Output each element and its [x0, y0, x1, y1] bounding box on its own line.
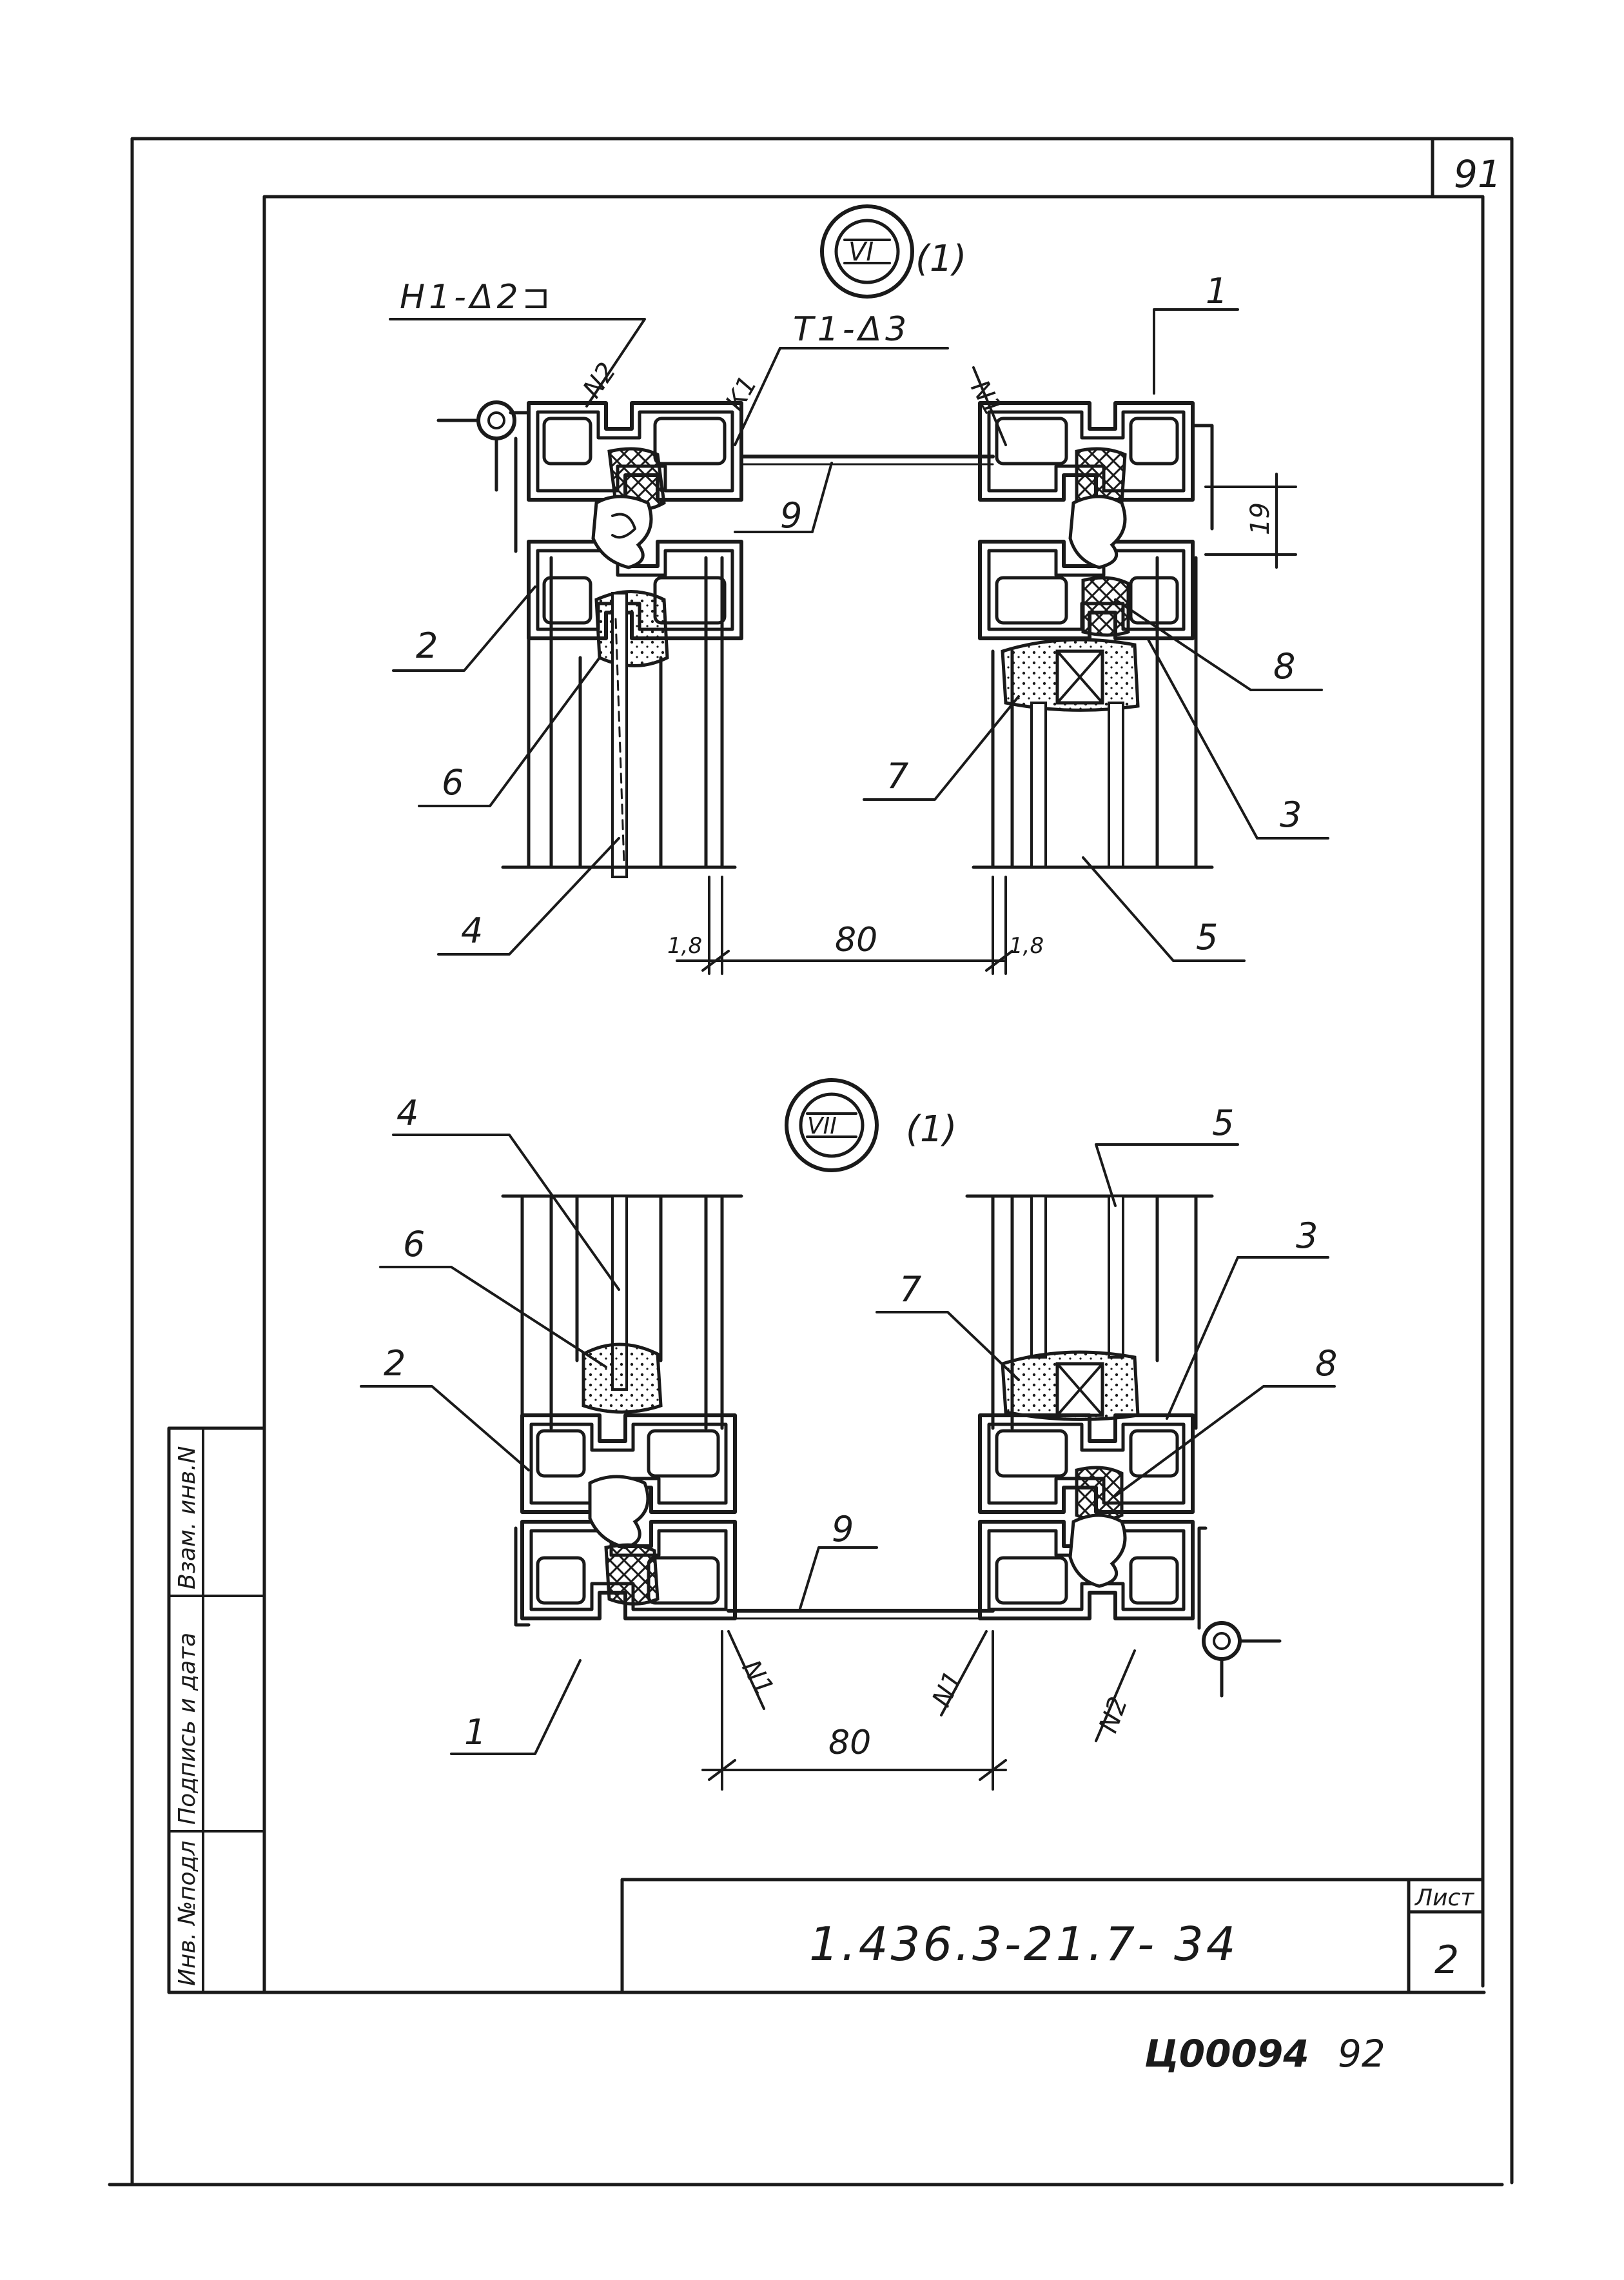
- detail-vii-callout-6: 6: [403, 1224, 425, 1264]
- detail-vi-callout-3: 3: [1280, 794, 1302, 835]
- detail-vi-note: (1): [915, 238, 966, 280]
- detail-vi-dim-left: 1,8: [667, 933, 702, 959]
- detail-vii-callout-leaders: [360, 1134, 1336, 1755]
- sheet-frame: [108, 137, 1514, 2187]
- detail-vii-n-mid: N1: [926, 1667, 968, 1712]
- detail-vi-dim-gap: 80: [835, 921, 877, 959]
- detail-vii-weld-leaders: [727, 1630, 1136, 1742]
- detail-vi-dimension-line: [676, 876, 1013, 975]
- detail-vi-marker: [820, 204, 914, 299]
- bottom-page-number: 92: [1338, 2032, 1385, 2076]
- detail-vi-numeral: VI: [848, 237, 874, 267]
- detail-vi-dim-right: 1,8: [1009, 933, 1044, 959]
- detail-vi-connecting-bar-9: [734, 455, 995, 533]
- archive-code: Ц00094: [1144, 2032, 1309, 2076]
- detail-vii-callout-7: 7: [899, 1269, 921, 1310]
- detail-vii-callout-4: 4: [396, 1093, 418, 1134]
- detail-vii-dim-gap: 80: [828, 1724, 871, 1762]
- detail-vi-weld-top: Т1-Δ3: [793, 310, 910, 349]
- detail-vi-callout-7: 7: [886, 756, 908, 796]
- sealant-vi-left-6: [594, 590, 669, 667]
- detail-vii-connecting-bar-9: [727, 1546, 995, 1620]
- detail-vi-right-assembly: [972, 403, 1297, 869]
- detail-vi-dim-19: 19: [1246, 502, 1275, 535]
- detail-vi-callout-2: 2: [416, 625, 438, 666]
- top-page-number: 91: [1454, 152, 1502, 196]
- detail-vii-callout-1: 1: [464, 1712, 486, 1753]
- side-stamp-col-2: Подпись и дата: [174, 1633, 201, 1825]
- glass-vii-right-5a: [1030, 1195, 1047, 1359]
- detail-vii-callout-2: 2: [384, 1343, 406, 1384]
- sealant-vii-left-6: [582, 1342, 663, 1414]
- gasket-vi-right-mid: [1068, 495, 1127, 569]
- sheet-number: 2: [1434, 1938, 1459, 1983]
- side-stamp: [167, 1426, 266, 1994]
- detail-vii-marker: [785, 1078, 879, 1172]
- glass-vii-right-5b: [1108, 1195, 1124, 1359]
- gasket-vii-right-8: [1075, 1466, 1124, 1522]
- gasket-vii-right-mid: [1068, 1513, 1127, 1588]
- detail-vi-callout-5: 5: [1196, 917, 1218, 958]
- gasket-vii-left-mid: [588, 1475, 650, 1549]
- detail-vii-note: (1): [906, 1108, 957, 1150]
- detail-vii-left-assembly: [501, 1194, 743, 1627]
- detail-vi-n-right: N1: [964, 375, 1008, 421]
- detail-vii-callout-8: 8: [1315, 1343, 1337, 1384]
- detail-vi-callout-1: 1: [1206, 271, 1228, 311]
- detail-vii-numeral: VII: [807, 1113, 837, 1139]
- side-stamp-col-1: Инв. №подл: [174, 1841, 201, 1986]
- detail-vi-callout-4: 4: [461, 910, 483, 951]
- detail-vi-weld-left: Н1-Δ2⊐: [400, 278, 554, 317]
- side-stamp-col-3: Взам. инв.N: [174, 1446, 201, 1589]
- detail-vi-callout-8: 8: [1273, 646, 1295, 687]
- detail-vi-k-label: К1: [720, 371, 763, 416]
- detail-vi-callout-leaders: [392, 308, 1329, 962]
- detail-vi-left-assembly: [436, 400, 741, 878]
- sheet-label: Лист: [1414, 1885, 1474, 1911]
- detail-vii-right-assembly: [965, 1194, 1282, 1698]
- detail-vii-callout-5: 5: [1212, 1103, 1234, 1143]
- detail-vii-callout-9: 9: [832, 1509, 854, 1549]
- glass-vi-right-5a: [1030, 702, 1047, 869]
- gasket-vi-right-3: [1081, 576, 1130, 637]
- detail-vii-dimension-line: [701, 1630, 1007, 1791]
- detail-vii-callout-3: 3: [1296, 1215, 1318, 1256]
- detail-vi-weld-leaders: [389, 318, 1007, 446]
- detail-vi-callout-9: 9: [780, 495, 802, 536]
- document-code: 1.436.3-21.7- 34: [809, 1917, 1238, 1971]
- glass-vi-right-5b: [1108, 702, 1124, 869]
- gasket-vii-left-8: [604, 1543, 660, 1606]
- detail-vi-callout-6: 6: [442, 762, 464, 803]
- gasket-vi-left-mid: [591, 495, 653, 569]
- title-stamp: [620, 1878, 1485, 1994]
